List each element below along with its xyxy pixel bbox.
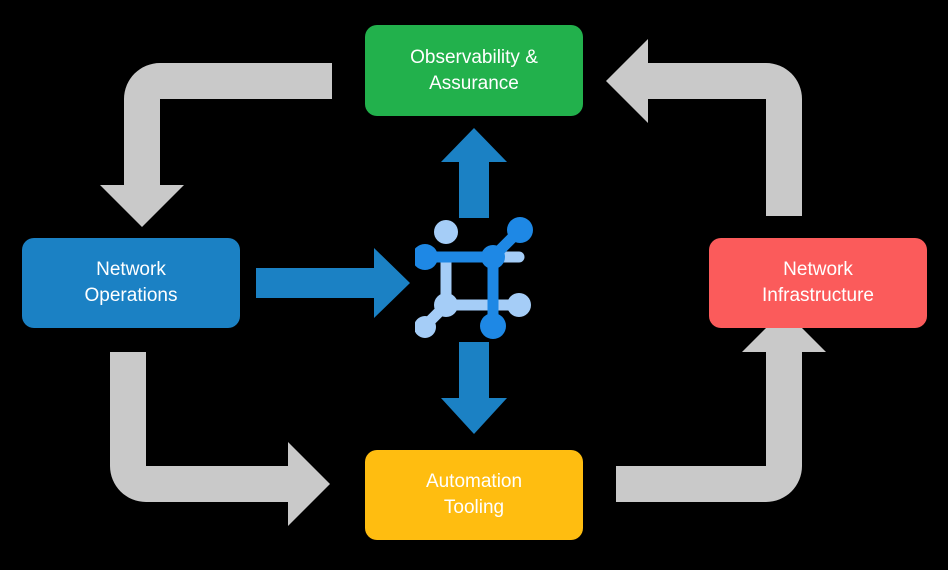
hub-arrow-center-to-observability [441, 128, 507, 218]
node-network-infrastructure[interactable]: Network Infrastructure [709, 238, 927, 328]
network-icon-dark-nodes [415, 217, 533, 339]
cycle-arrow-automation-to-infrastructure [616, 310, 826, 502]
cycle-arrow-infrastructure-to-observability [606, 39, 802, 216]
network-topology-icon [415, 217, 533, 339]
cycle-arrow-operations-to-automation [110, 352, 330, 526]
hub-arrow-operations-to-center [256, 248, 410, 318]
node-network-operations[interactable]: Network Operations [22, 238, 240, 328]
node-automation-tooling[interactable]: Automation Tooling [365, 450, 583, 540]
cycle-arrow-observability-to-operations [100, 63, 332, 227]
network-icon-light-nodes [415, 220, 531, 338]
hub-arrow-center-to-automation [441, 342, 507, 434]
node-observability-assurance[interactable]: Observability & Assurance [365, 25, 583, 116]
